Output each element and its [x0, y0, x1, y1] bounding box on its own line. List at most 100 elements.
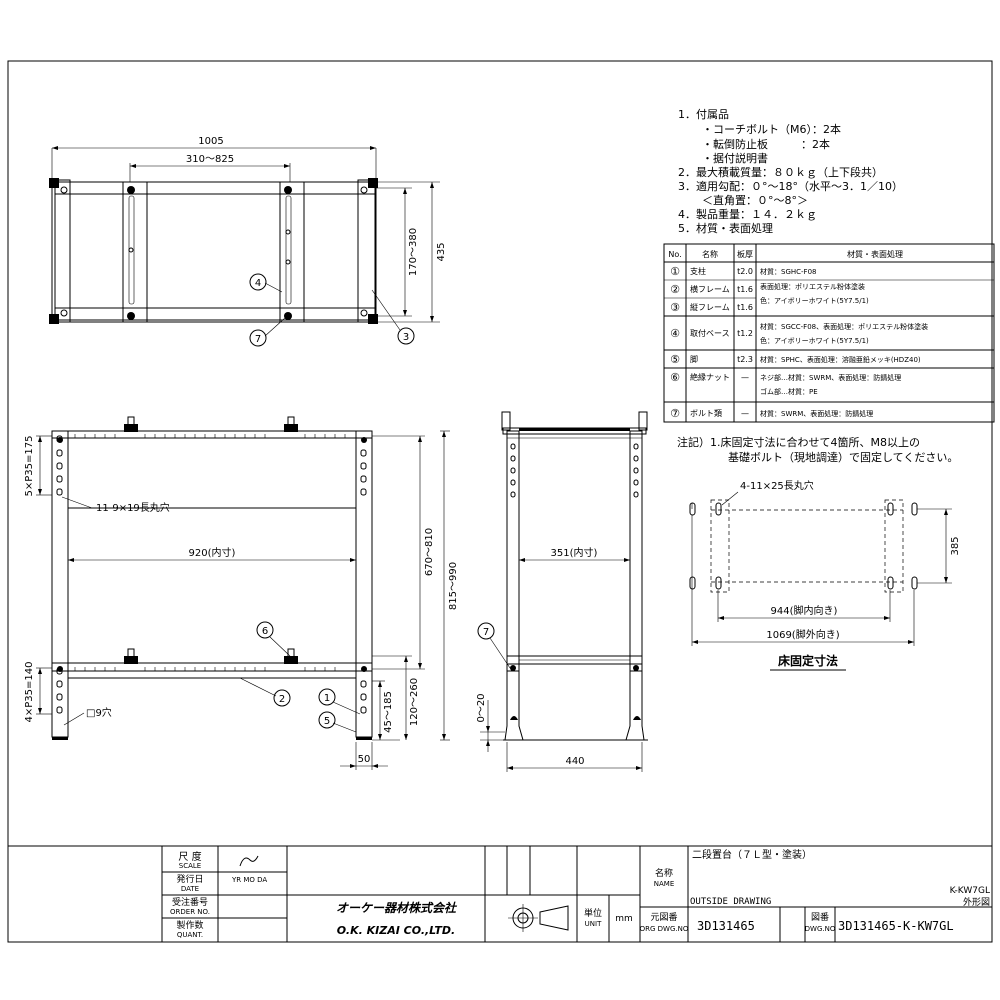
plan-view: 1005 310～825: [49, 136, 447, 347]
table-row-5-spec: 材質：SPHC、表面処理：溶融亜鉛メッキ(HDZ40): [760, 355, 921, 364]
table-row-1-name: 支柱: [690, 266, 706, 276]
table-row-4-thickness: t1.2: [737, 329, 753, 338]
projection-symbol-icon: [508, 904, 569, 932]
table-row-1-spec: 材質：SGHC-F08: [760, 267, 816, 276]
note-floor-slot: 4-11×25長丸穴: [740, 479, 814, 492]
table-row-4-no: ④: [670, 327, 680, 340]
drawing-border: [7, 60, 993, 943]
dim-side-inner: 351(内寸): [551, 546, 598, 559]
label-date-en: DATE: [181, 885, 199, 893]
note-slope-2: ＜直角置：０°～8°＞: [702, 193, 808, 207]
table-row-2-name: 横フレーム: [690, 284, 730, 294]
table-row-1-no: ①: [670, 265, 680, 278]
table-row-3-spec: 色：アイボリーホワイト(5Y7.5/1): [760, 296, 869, 305]
table-row-2-spec: 表面処理：ポリエステル粉体塗装: [760, 282, 865, 291]
callout-2: 2: [279, 694, 285, 705]
dim-top-span: 310～825: [186, 154, 234, 165]
front-view: 920(内寸) 5×P35=175 11-9×19長丸穴 4×P35=140 □…: [24, 416, 459, 770]
callout-1: 1: [324, 693, 330, 704]
label-quantity-en: QUANT.: [177, 931, 203, 939]
table-row-7-name: ボルト類: [690, 408, 722, 418]
footnote-line-1: 注記）1.床固定寸法に合わせて4箇所、M8以上の: [677, 435, 920, 449]
table-header-thickness: 板厚: [737, 249, 753, 259]
product-name: 二段置台（７Ｌ型・塗装）: [692, 848, 812, 861]
table-row-6-name: 絶縁ナット: [690, 372, 730, 382]
callout-7-top: 7: [255, 334, 261, 345]
dim-side-offset: 0～20: [476, 693, 487, 722]
label-unit: 単位: [584, 907, 602, 919]
table-row-2-no: ②: [670, 283, 680, 296]
label-name-en: NAME: [654, 880, 675, 888]
label-original-dwg: 元図番: [650, 911, 677, 923]
table-row-7-no: ⑦: [670, 407, 680, 420]
company-name-en: O.K. KIZAI CO.,LTD.: [337, 924, 455, 937]
dim-inner-width: 920(内寸): [189, 546, 236, 559]
dim-floor-inner: 944(脚内向き): [771, 604, 838, 617]
note-max-load: 2．最大積載質量：８０ｋｇ（上下段共）: [678, 165, 883, 179]
parts-table: No. 名称 板厚 材質・表面処理 ① 支柱 t2.0 材質：SGHC-F08 …: [663, 243, 995, 423]
note-weight: 4．製品重量：１４．２ｋｇ: [678, 207, 817, 221]
side-view: 351(内寸) 0～20 440 7: [476, 411, 648, 772]
note-accessories: 1．付属品: [678, 108, 729, 121]
callout-4: 4: [255, 278, 261, 289]
table-row-3-no: ③: [670, 301, 680, 314]
table-row-6-no: ⑥: [670, 371, 680, 384]
scale-symbol: [239, 855, 259, 867]
dim-floor-outer: 1069(脚外向き): [766, 628, 839, 641]
table-header-name: 名称: [702, 249, 718, 259]
table-row-5-no: ⑤: [670, 353, 680, 366]
label-order-en: ORDER NO.: [170, 908, 210, 916]
dim-floor-depth: 385: [950, 536, 961, 555]
note-accessory-3: ・据付説明書: [702, 151, 768, 165]
dim-foot-width: 50: [358, 754, 371, 765]
dim-top-depth: 435: [436, 242, 447, 261]
table-row-3-name: 縦フレーム: [690, 302, 730, 312]
dim-low-adj-2: 120～260: [409, 678, 420, 726]
table-row-5-thickness: t2.3: [737, 355, 753, 364]
drawing-type-jp: 外形図: [963, 896, 990, 908]
table-row-7-spec: 材質：SWRM、表面処理：防錆処理: [760, 409, 873, 418]
label-name: 名称: [655, 867, 673, 879]
callout-6: 6: [262, 626, 268, 637]
floor-fixing-diagram: 4-11×25長丸穴 385 944(脚内向き) 1069(脚外向き) 床固定: [689, 479, 961, 671]
label-order: 受注番号: [172, 896, 208, 908]
table-row-6-thickness: —: [741, 373, 749, 382]
dim-side-depth: 440: [565, 756, 584, 767]
table-header-no: No.: [668, 250, 681, 259]
footnote-line-2: 基礎ボルト（現地調達）で固定してください。: [728, 450, 958, 464]
label-scale-en: SCALE: [179, 862, 201, 870]
label-dwg-en: DWG.NO: [805, 925, 836, 933]
table-row-4-spec-2: 色：アイボリーホワイト(5Y7.5/1): [760, 336, 869, 345]
label-dwg: 図番: [811, 911, 829, 923]
table-row-1-thickness: t2.0: [737, 267, 753, 276]
table-row-5-name: 脚: [690, 354, 698, 364]
original-dwg-number: 3D131465: [697, 919, 755, 933]
date-format: YR MO DA: [231, 876, 267, 884]
note-material: 5．材質・表面処理: [678, 221, 773, 235]
dim-top-depth-adj: 170～380: [408, 228, 419, 276]
label-quantity: 製作数: [176, 919, 203, 931]
label-date: 発行日: [176, 873, 203, 885]
table-row-7-thickness: —: [741, 409, 749, 418]
model-number: K-KW7GL: [950, 886, 990, 896]
note-slot-hole: 11-9×19長丸穴: [96, 501, 170, 514]
table-row-4-name: 取付ベース: [690, 328, 730, 338]
table-row-4-spec-1: 材質：SGCC-F08、表面処理：ポリエステル粉体塗装: [760, 322, 928, 331]
company-name-jp: オーケー器材株式会社: [336, 901, 458, 915]
table-row-6-spec-2: ゴム部…材質：PE: [760, 387, 818, 396]
dim-slot-lower: 4×P35=140: [24, 662, 35, 723]
dim-height-adj: 670～810: [424, 528, 435, 576]
table-header-spec: 材質・表面処理: [847, 249, 903, 259]
table-row-2-thickness: t1.6: [737, 285, 753, 294]
table-row-3-thickness: t1.6: [737, 303, 753, 312]
dim-height-total: 815～990: [448, 562, 459, 610]
dwg-number: 3D131465-K-KW7GL: [838, 919, 954, 933]
note-accessory-2: ・転倒防止板 ：2本: [702, 137, 830, 151]
label-original-dwg-en: ORG DWG.NO: [640, 925, 689, 933]
label-scale: 尺 度: [178, 850, 201, 863]
dim-top-width: 1005: [198, 136, 223, 147]
dim-slot-left: 5×P35=175: [24, 436, 35, 497]
callout-5: 5: [324, 716, 330, 727]
